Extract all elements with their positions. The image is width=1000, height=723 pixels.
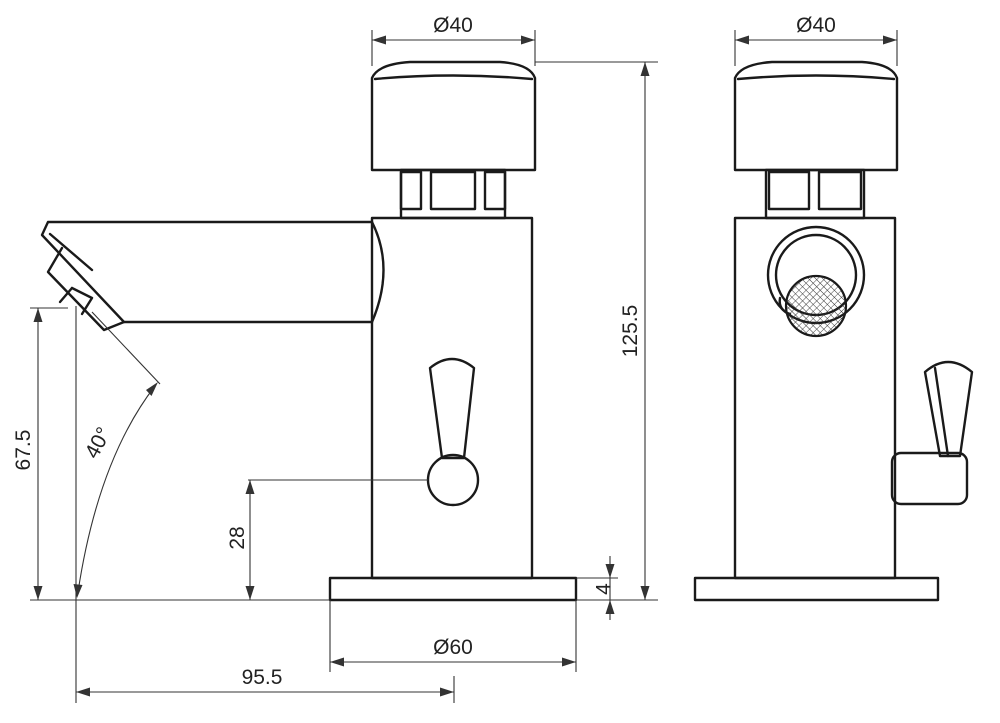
side-base-plate (693, 576, 940, 602)
faucet-body (370, 216, 534, 580)
label-spout-height: 67.5 (12, 430, 35, 471)
front-view (40, 60, 578, 602)
spout (40, 220, 385, 332)
aerator (766, 225, 866, 338)
label-spout-reach: 95.5 (242, 666, 283, 689)
label-total-height: 125.5 (619, 305, 642, 358)
label-base-thickness: 4 (593, 583, 616, 595)
cartridge-neck (399, 168, 507, 220)
aerator-mesh (784, 274, 848, 338)
lever-handle (426, 357, 480, 507)
side-push-button-cap (733, 60, 899, 172)
push-button-cap (370, 60, 537, 172)
label-spout-angle: 40° (81, 424, 116, 463)
label-base-diameter: Ø60 (433, 636, 473, 659)
side-faucet-body (733, 216, 897, 580)
dimension-lines (30, 30, 898, 703)
label-cap-diameter-front: Ø40 (433, 14, 473, 37)
label-handle-height: 28 (226, 526, 249, 549)
label-cap-diameter-side: Ø40 (796, 14, 836, 37)
base-plate (328, 576, 578, 602)
side-cartridge-neck (764, 168, 866, 220)
side-view (693, 60, 974, 602)
side-lever-handle (890, 360, 974, 506)
dimension-labels: Ø40 Ø40 125.5 4 67.5 40° 28 Ø60 95.5 (12, 14, 836, 689)
